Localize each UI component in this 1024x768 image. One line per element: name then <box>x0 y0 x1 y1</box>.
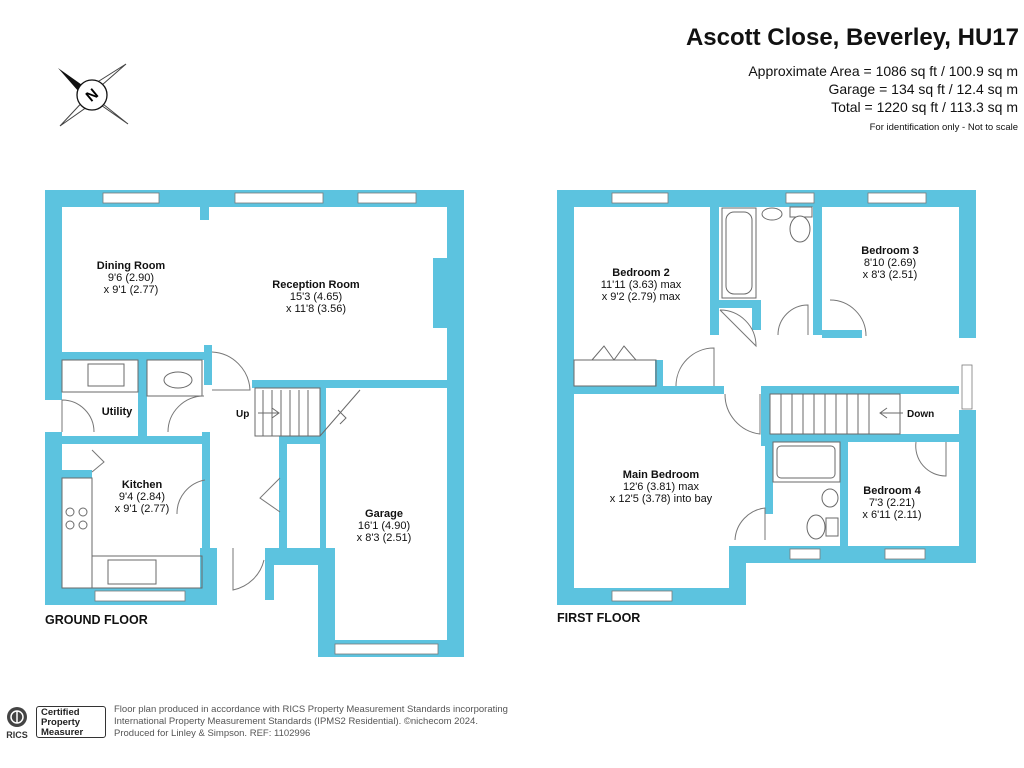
kitchen-name: Kitchen <box>122 479 163 491</box>
kitchen-dim2: x 9'1 (2.77) <box>115 503 170 515</box>
stairs-down-label: Down <box>907 409 934 420</box>
first-floor-label: FIRST FLOOR <box>557 611 640 625</box>
scale-note: For identification only - Not to scale <box>869 122 1018 133</box>
stairs-up-label: Up <box>236 409 249 420</box>
garage-area: Garage = 134 sq ft / 12.4 sq m <box>828 81 1019 97</box>
total-area: Total = 1220 sq ft / 113.3 sq m <box>831 99 1018 115</box>
garage-name: Garage <box>365 508 403 520</box>
garage-dim2: x 8'3 (2.51) <box>357 532 412 544</box>
rics-logo-text: RICS <box>6 730 28 740</box>
first-floor-windows <box>611 192 973 602</box>
footer-line-3: Produced for Linley & Simpson. REF: 1102… <box>114 728 311 739</box>
bedroom-4-name: Bedroom 4 <box>863 485 921 497</box>
ground-floor-doors <box>61 351 281 591</box>
approx-area: Approximate Area = 1086 sq ft / 100.9 sq… <box>748 63 1018 79</box>
badge-line-3: Measurer <box>41 727 84 738</box>
reception-room-name: Reception Room <box>272 279 360 291</box>
compass-icon: N <box>58 63 129 127</box>
rics-logo: RICS <box>6 707 28 740</box>
ground-floor-labels: Dining Room 9'6 (2.90) x 9'1 (2.77) Rece… <box>45 260 411 627</box>
bedroom-2-dim2: x 9'2 (2.79) max <box>602 291 681 303</box>
reception-room-dim2: x 11'8 (3.56) <box>286 303 346 315</box>
badge-line-2: Property <box>41 717 81 728</box>
bedroom-3-dim2: x 8'3 (2.51) <box>863 269 918 281</box>
ground-floor-fixtures <box>61 359 203 589</box>
ground-floor-label: GROUND FLOOR <box>45 613 148 627</box>
badge-line-1: Certified <box>41 707 80 718</box>
bedroom-2-name: Bedroom 2 <box>612 267 669 279</box>
bedroom-2-dim1: 11'11 (3.63) max <box>601 279 682 291</box>
garage-dim1: 16'1 (4.90) <box>358 520 410 532</box>
main-bedroom-dim2: x 12'5 (3.78) into bay <box>610 493 713 505</box>
reception-room-dim1: 15'3 (4.65) <box>290 291 342 303</box>
first-floor-fixtures <box>573 206 841 540</box>
bedroom-3-name: Bedroom 3 <box>861 245 918 257</box>
bedroom-4-dim1: 7'3 (2.21) <box>869 497 915 509</box>
footer-line-2: International Property Measurement Stand… <box>114 716 478 727</box>
dining-room-name: Dining Room <box>97 260 166 272</box>
ground-floor-stairs <box>254 387 361 437</box>
first-floor-labels: Bedroom 2 11'11 (3.63) max x 9'2 (2.79) … <box>557 245 934 625</box>
ground-floor-windows <box>94 192 439 655</box>
main-bedroom-dim1: 12'6 (3.81) max <box>623 481 700 493</box>
utility-name: Utility <box>102 406 133 418</box>
certified-measurer-badge: Certified Property Measurer <box>36 706 106 738</box>
property-title: Ascott Close, Beverley, HU17 <box>685 24 1019 51</box>
first-floor-stairs <box>769 393 903 435</box>
kitchen-dim1: 9'4 (2.84) <box>119 491 165 503</box>
main-bedroom-name: Main Bedroom <box>623 469 700 481</box>
bedroom-3-dim1: 8'10 (2.69) <box>864 257 916 269</box>
first-floor-doors <box>675 299 947 541</box>
footer-line-1: Floor plan produced in accordance with R… <box>114 704 508 715</box>
dining-room-dim1: 9'6 (2.90) <box>108 272 154 284</box>
dining-room-dim2: x 9'1 (2.77) <box>104 284 159 296</box>
bedroom-4-dim2: x 6'11 (2.11) <box>862 509 921 521</box>
